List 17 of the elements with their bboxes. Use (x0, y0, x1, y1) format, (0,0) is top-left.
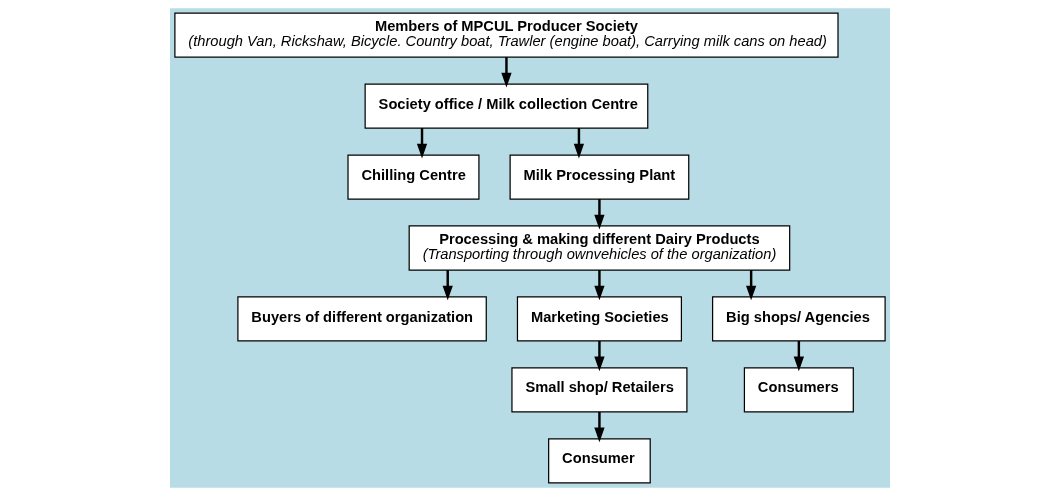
node-box: Society office / Milk collection Centre (364, 83, 649, 129)
node-box: Consumer (548, 438, 651, 484)
arrow (594, 341, 605, 372)
arrow (594, 270, 605, 301)
node-box: Members of MPCUL Producer Society (through Van, Rickshaw, Bicycle. Country boat, Trawler (engine boat), Carrying milk cans on head) (174, 12, 839, 58)
node-box: Processing & making different Dairy Products (Transporting through ownvehicles of the organization) (408, 225, 791, 271)
node-box: Milk Processing Plant (509, 154, 690, 200)
node-box: Marketing Societies (516, 296, 682, 342)
node-box: Consumers (743, 367, 854, 413)
arrow (442, 270, 453, 301)
node-box: Chilling Centre (347, 154, 480, 200)
arrow (501, 57, 512, 88)
node-box: Small shop/ Retailers (511, 367, 688, 413)
arrow (594, 412, 605, 443)
arrow (594, 199, 605, 230)
node-box: Big shops/ Agencies (712, 296, 886, 342)
node-box: Buyers of different organization (237, 296, 487, 342)
